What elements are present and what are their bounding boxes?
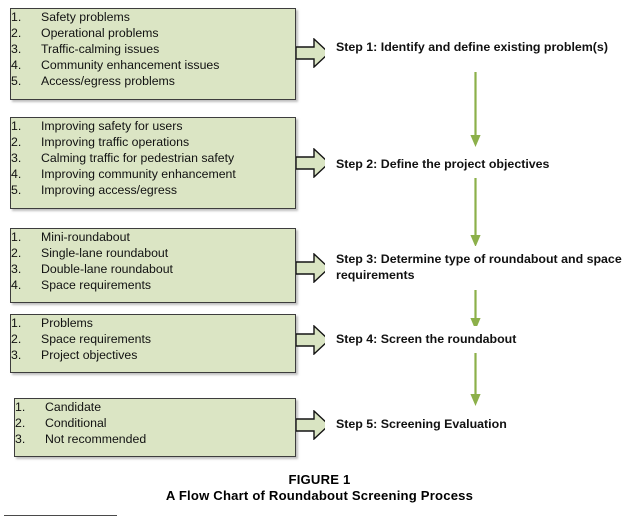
list-item: 3. Not recommended xyxy=(15,431,295,447)
list-item: 4. Community enhancement issues xyxy=(11,57,295,73)
screening-inputs-list-items: 1. Problems 2. Space requirements 3. Projec… xyxy=(11,315,295,363)
arrow-to-step-5 xyxy=(295,409,331,441)
list-item: 1. Improving safety for users xyxy=(11,118,295,134)
connector-step4-to-step5 xyxy=(468,353,483,407)
step-3-label: Step 3: Determine type of roundabout and… xyxy=(336,252,622,282)
list-item-label: Improving traffic operations xyxy=(41,135,190,150)
figure-caption-line-1: FIGURE 1 xyxy=(288,472,351,487)
list-item-label: Conditional xyxy=(45,416,107,431)
step-5-label: Step 5: Screening Evaluation xyxy=(336,417,507,432)
connector-step2-to-step3 xyxy=(468,178,483,248)
list-item: 1. Safety problems xyxy=(11,9,295,25)
step-2-box[interactable]: Step 2: Define the project objectives xyxy=(325,151,632,178)
list-item-number: 3. xyxy=(11,151,22,166)
figure-caption-line-2: A Flow Chart of Roundabout Screening Pro… xyxy=(165,488,474,503)
list-item-label: Safety problems xyxy=(41,10,130,24)
list-item: 4. Improving community enhancement xyxy=(11,166,295,182)
roundabout-types-list-items: 1. Mini-roundabout 2. Single-lane roundabo… xyxy=(11,229,295,293)
list-item: 2. Single-lane roundabout xyxy=(11,245,295,261)
arrow-to-step-3 xyxy=(295,252,331,284)
list-item-number: 1. xyxy=(11,230,22,244)
step-3-box[interactable]: Step 3: Determine type of roundabout and… xyxy=(325,246,632,290)
list-item-number: 2. xyxy=(11,332,22,347)
list-item-number: 4. xyxy=(11,278,22,293)
objectives-list: 1. Improving safety for users 2. Improving… xyxy=(10,117,296,209)
list-item: 1. Candidate xyxy=(15,399,295,415)
list-item-number: 4. xyxy=(11,167,22,182)
list-item-label: Mini-roundabout xyxy=(41,230,130,244)
screening-inputs-list: 1. Problems 2. Space requirements 3. Projec… xyxy=(10,314,296,373)
step-1-box[interactable]: Step 1: Identify and define existing pro… xyxy=(325,23,632,72)
list-item-label: Candidate xyxy=(45,400,102,414)
list-item: 2. Operational problems xyxy=(11,25,295,41)
step-1-label: Step 1: Identify and define existing pro… xyxy=(336,39,608,54)
list-item: 5. Access/egress problems xyxy=(11,73,295,89)
list-item-label: Space requirements xyxy=(41,278,152,293)
list-item: 2. Space requirements xyxy=(11,331,295,347)
roundabout-types-list: 1. Mini-roundabout 2. Single-lane roundabo… xyxy=(10,228,296,303)
list-item-label: Access/egress problems xyxy=(41,74,175,89)
list-item-label: Problems xyxy=(41,316,93,330)
footnote-separator-rule xyxy=(4,515,117,516)
list-item-number: 2. xyxy=(11,135,22,150)
list-item-label: Operational problems xyxy=(41,26,159,41)
list-item: 2. Improving traffic operations xyxy=(11,134,295,150)
step-4-label: Step 4: Screen the roundabout xyxy=(336,331,517,346)
list-item: 3. Project objectives xyxy=(11,347,295,363)
list-item: 3. Calming traffic for pedestrian safety xyxy=(11,150,295,166)
list-item-label: Project objectives xyxy=(41,348,138,363)
list-item-number: 5. xyxy=(11,74,22,89)
step-5-box[interactable]: Step 5: Screening Evaluation xyxy=(325,407,632,443)
list-item: 3. Double-lane roundabout xyxy=(11,261,295,277)
list-item-label: Improving community enhancement xyxy=(41,167,236,182)
list-item: 3. Traffic-calming issues xyxy=(11,41,295,57)
connector-step3-to-step4 xyxy=(468,290,483,331)
list-item: 4. Space requirements xyxy=(11,277,295,293)
list-item-number: 3. xyxy=(11,262,22,277)
list-item-number: 3. xyxy=(11,348,22,363)
list-item-number: 2. xyxy=(11,246,22,261)
list-item: 1. Mini-roundabout xyxy=(11,229,295,245)
list-item-number: 5. xyxy=(11,183,22,198)
list-item: 2. Conditional xyxy=(15,415,295,431)
list-item-label: Not recommended xyxy=(45,432,147,447)
evaluation-outcomes-list-items: 1. Candidate 2. Conditional 3. Not recommen… xyxy=(15,399,295,447)
problems-list: 1. Safety problems 2. Operational problems… xyxy=(10,8,296,100)
list-item-label: Improving safety for users xyxy=(41,119,183,133)
list-item-label: Traffic-calming issues xyxy=(41,42,160,57)
list-item-label: Single-lane roundabout xyxy=(41,246,169,261)
list-item-number: 2. xyxy=(15,416,26,431)
list-item-number: 2. xyxy=(11,26,22,41)
list-item-number: 1. xyxy=(11,119,22,133)
connector-step1-to-step2 xyxy=(468,72,483,148)
list-item-label: Space requirements xyxy=(41,332,152,347)
list-item-number: 1. xyxy=(15,400,26,414)
list-item-number: 3. xyxy=(15,432,26,447)
list-item-number: 1. xyxy=(11,10,22,24)
arrow-to-step-1 xyxy=(295,37,331,69)
step-2-label: Step 2: Define the project objectives xyxy=(336,156,550,171)
list-item-label: Double-lane roundabout xyxy=(41,262,173,277)
list-item-number: 1. xyxy=(11,316,22,330)
problems-list-items: 1. Safety problems 2. Operational problems… xyxy=(11,9,295,89)
list-item-number: 4. xyxy=(11,58,22,73)
list-item-label: Calming traffic for pedestrian safety xyxy=(41,151,235,166)
objectives-list-items: 1. Improving safety for users 2. Improving… xyxy=(11,118,295,198)
list-item: 5. Improving access/egress xyxy=(11,182,295,198)
list-item: 1. Problems xyxy=(11,315,295,331)
list-item-label: Community enhancement issues xyxy=(41,58,220,73)
list-item-label: Improving access/egress xyxy=(41,183,178,198)
step-4-box[interactable]: Step 4: Screen the roundabout xyxy=(325,326,632,353)
list-item-number: 3. xyxy=(11,42,22,57)
arrow-to-step-2 xyxy=(295,147,331,179)
evaluation-outcomes-list: 1. Candidate 2. Conditional 3. Not recommen… xyxy=(14,398,296,457)
arrow-to-step-4 xyxy=(295,324,331,356)
